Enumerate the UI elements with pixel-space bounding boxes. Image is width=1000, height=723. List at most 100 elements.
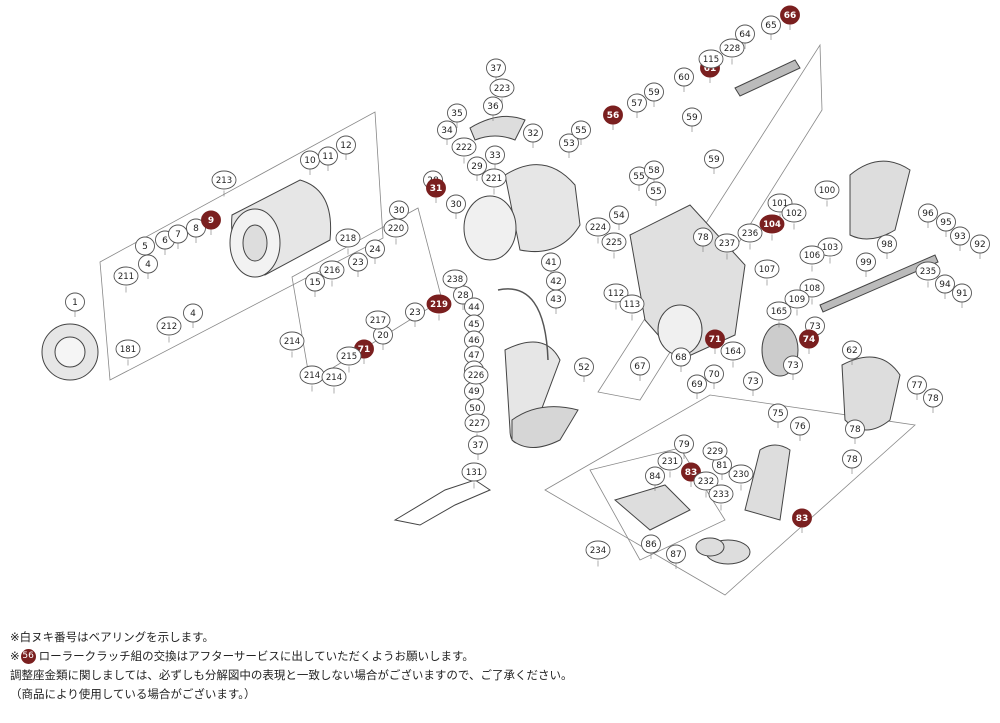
callout-number: 228 [724, 44, 740, 54]
part-callout: 216 [319, 260, 345, 280]
callout-number: 103 [822, 243, 838, 253]
part-callout: 23 [348, 252, 368, 272]
part-callout: 236 [737, 223, 763, 243]
callout-circle [483, 96, 503, 116]
callout-number: 223 [494, 84, 510, 94]
callout-circle [766, 301, 792, 321]
callout-number: 54 [613, 211, 625, 221]
part-callout: 4 [138, 254, 158, 274]
bearing-part-callout: 9 [201, 210, 221, 230]
callout-circle [336, 346, 362, 366]
callout-number: 238 [447, 275, 463, 285]
callout-number: 35 [451, 109, 462, 119]
callout-circle [135, 236, 155, 256]
callout-circle [907, 375, 927, 395]
callout-number: 31 [430, 184, 443, 194]
spool-group-outline [99, 111, 384, 381]
callout-number: 78 [927, 394, 939, 404]
callout-number: 7 [175, 230, 181, 240]
part-callout: 75 [768, 403, 788, 423]
callout-number: 106 [804, 251, 820, 261]
rotor-cup [463, 195, 517, 261]
callout-circle [335, 228, 361, 248]
callout-number: 55 [650, 187, 661, 197]
part-callout: 228 [719, 38, 745, 58]
part-callout: 109 [784, 289, 810, 309]
callout-number: 59 [686, 113, 698, 123]
callout-number: 9 [208, 216, 214, 226]
callout-number: 73 [747, 377, 758, 387]
part-callout: 53 [559, 133, 579, 153]
part-callout: 230 [728, 464, 754, 484]
callout-circle [574, 357, 594, 377]
callout-circle [113, 266, 139, 286]
callout-number: 93 [954, 232, 965, 242]
callout-circle [877, 234, 897, 254]
callout-circle [754, 259, 780, 279]
part-callout: 78 [693, 227, 713, 247]
callout-number: 236 [742, 229, 758, 239]
callout-circle [348, 252, 368, 272]
bail-lower [511, 406, 579, 448]
part-callout: 78 [845, 419, 865, 439]
callout-number: 6 [162, 236, 168, 246]
part-callout: 59 [682, 107, 702, 127]
callout-circle [842, 340, 862, 360]
callout-circle [693, 227, 713, 247]
callout-circle [426, 178, 446, 198]
callout-circle [321, 367, 347, 387]
callout-number: 4 [190, 309, 196, 319]
callout-number: 29 [471, 162, 483, 172]
callout-number: 30 [393, 206, 405, 216]
part-callout: 229 [702, 441, 728, 461]
part-callout: 225 [601, 232, 627, 252]
callout-number: 59 [708, 155, 720, 165]
callout-number: 73 [787, 361, 798, 371]
callout-number: 212 [161, 322, 177, 332]
callout-circle [571, 120, 591, 140]
callout-circle [702, 441, 728, 461]
part-callout: 81 [712, 455, 732, 475]
callout-number: 100 [819, 186, 835, 196]
body-group-outline [597, 43, 823, 401]
callout-circle [935, 274, 955, 294]
bearing-part-callout: 104 [759, 214, 785, 234]
callout-circle [915, 261, 941, 281]
callout-circle [842, 449, 862, 469]
rotor-shaft [734, 59, 801, 97]
callout-number: 59 [648, 88, 660, 98]
callout-number: 234 [590, 546, 606, 556]
part-callout: 78 [923, 388, 943, 408]
part-callout: 11 [318, 146, 338, 166]
callout-number: 92 [974, 240, 985, 250]
part-callout: 231 [657, 451, 683, 471]
callout-circle [211, 170, 237, 190]
callout-number: 60 [678, 73, 690, 83]
callout-circle [463, 365, 489, 385]
part-callout: 131 [461, 462, 487, 482]
part-labels: 1445678910111215202323242828293030313233… [65, 5, 990, 564]
callout-circle [467, 156, 487, 176]
callout-number: 55 [575, 126, 586, 136]
callout-number: 33 [489, 151, 500, 161]
callout-circle [523, 123, 543, 143]
part-callout: 77 [907, 375, 927, 395]
callout-number: 32 [527, 129, 538, 139]
handle-arm [744, 444, 791, 521]
part-callout: 165 [766, 301, 792, 321]
part-callout: 57 [627, 93, 647, 113]
handle-knob-outline [589, 447, 726, 561]
callout-circle [790, 416, 810, 436]
callout-circle [365, 310, 391, 330]
part-callout: 93 [950, 226, 970, 246]
callout-circle [619, 294, 645, 314]
part-callout: 223 [489, 78, 515, 98]
part-callout: 37 [468, 435, 488, 455]
callout-number: 73 [809, 322, 820, 332]
part-callout: 113 [619, 294, 645, 314]
line-roller-clip [469, 115, 526, 141]
callout-circle [646, 181, 666, 201]
callout-number: 4 [145, 260, 151, 270]
part-callout: 99 [856, 252, 876, 272]
part-callout: 211 [113, 266, 139, 286]
